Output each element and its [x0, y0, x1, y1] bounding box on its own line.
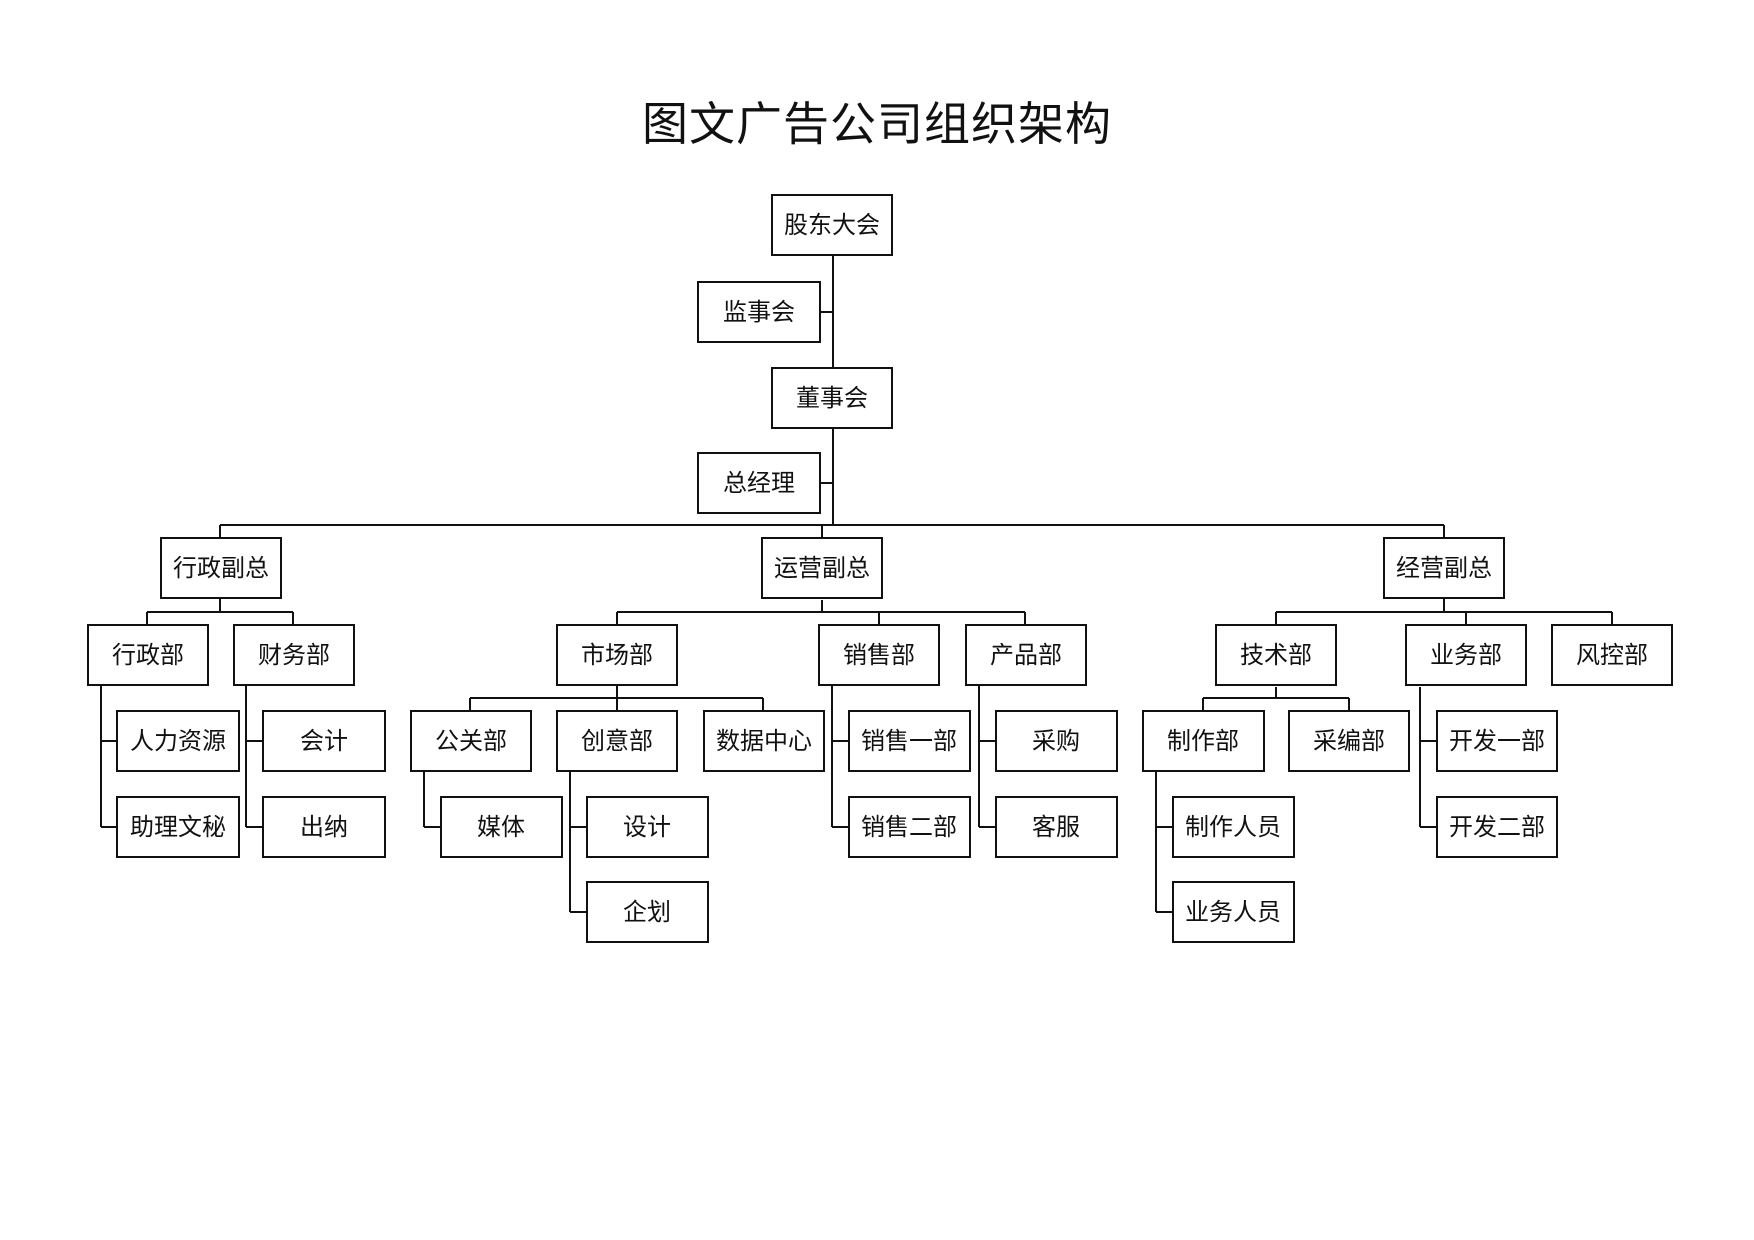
node-zongjingli: 总经理 [697, 452, 821, 514]
node-label: 股东大会 [784, 211, 880, 239]
node-kefu: 客服 [995, 796, 1118, 858]
node-label: 会计 [300, 727, 348, 755]
node-label: 董事会 [796, 384, 868, 412]
node-kuaiji: 会计 [262, 710, 386, 772]
node-label: 采购 [1032, 727, 1080, 755]
node-caibianbu: 采编部 [1288, 710, 1410, 772]
node-label: 助理文秘 [130, 813, 226, 841]
connector-lines [100, 255, 1613, 913]
node-yunying-fuzong: 运营副总 [761, 537, 883, 599]
node-label: 客服 [1032, 813, 1080, 841]
node-xiaoshoubu: 销售部 [818, 624, 940, 686]
node-chuangyibu: 创意部 [556, 710, 678, 772]
node-jianshi: 监事会 [697, 281, 821, 343]
node-caiwubu: 财务部 [233, 624, 355, 686]
node-label: 数据中心 [716, 727, 812, 755]
node-label: 市场部 [581, 641, 653, 669]
node-shichangbu: 市场部 [556, 624, 678, 686]
node-label: 创意部 [581, 727, 653, 755]
node-label: 销售一部 [861, 727, 957, 755]
node-label: 技术部 [1240, 641, 1312, 669]
node-dongshi: 董事会 [771, 367, 893, 429]
node-xiaoshou2: 销售二部 [848, 796, 971, 858]
node-jishubu: 技术部 [1215, 624, 1337, 686]
node-jingying-fuzong: 经营副总 [1383, 537, 1505, 599]
node-yewurenyuan: 业务人员 [1172, 881, 1295, 943]
node-qihua: 企划 [586, 881, 709, 943]
node-label: 企划 [623, 898, 671, 926]
node-label: 采编部 [1313, 727, 1385, 755]
node-caigou: 采购 [995, 710, 1118, 772]
node-label: 销售二部 [861, 813, 957, 841]
node-label: 监事会 [723, 298, 795, 326]
node-meiti: 媒体 [440, 796, 563, 858]
node-label: 公关部 [435, 727, 507, 755]
node-zhizuobu: 制作部 [1142, 710, 1265, 772]
node-renli: 人力资源 [116, 710, 240, 772]
node-label: 出纳 [300, 813, 348, 841]
node-label: 媒体 [477, 813, 525, 841]
node-label: 业务人员 [1185, 898, 1281, 926]
node-chuna: 出纳 [262, 796, 386, 858]
node-label: 人力资源 [130, 727, 226, 755]
node-label: 制作部 [1167, 727, 1239, 755]
node-label: 经营副总 [1396, 554, 1492, 582]
node-label: 风控部 [1576, 641, 1648, 669]
node-label: 总经理 [723, 469, 795, 497]
node-label: 开发一部 [1449, 727, 1545, 755]
node-kaifa1: 开发一部 [1436, 710, 1558, 772]
org-nodes: 股东大会 监事会 董事会 总经理 行政副总 运营副总 经营副总 行政部 财务部 … [87, 194, 1673, 943]
node-yewubu: 业务部 [1405, 624, 1527, 686]
node-gongguanbu: 公关部 [410, 710, 532, 772]
node-label: 业务部 [1430, 641, 1502, 669]
chart-title: 图文广告公司组织架构 [642, 97, 1112, 151]
node-label: 行政副总 [173, 554, 269, 582]
node-chanpinbu: 产品部 [965, 624, 1087, 686]
node-label: 行政部 [112, 641, 184, 669]
node-label: 制作人员 [1185, 813, 1281, 841]
node-label: 销售部 [843, 641, 915, 669]
node-gudong: 股东大会 [771, 194, 893, 256]
node-xingzheng-fuzong: 行政副总 [160, 537, 282, 599]
node-label: 开发二部 [1449, 813, 1545, 841]
node-sheji: 设计 [586, 796, 709, 858]
node-label: 产品部 [990, 641, 1062, 669]
node-fengkongbu: 风控部 [1551, 624, 1673, 686]
node-zhuli: 助理文秘 [116, 796, 240, 858]
node-shuju: 数据中心 [703, 710, 825, 772]
node-xiaoshou1: 销售一部 [848, 710, 971, 772]
node-zhizuorenyuan: 制作人员 [1172, 796, 1295, 858]
node-xingzhengbu: 行政部 [87, 624, 209, 686]
node-label: 设计 [623, 813, 671, 841]
node-label: 财务部 [258, 641, 330, 669]
node-kaifa2: 开发二部 [1436, 796, 1558, 858]
node-label: 运营副总 [774, 554, 870, 582]
